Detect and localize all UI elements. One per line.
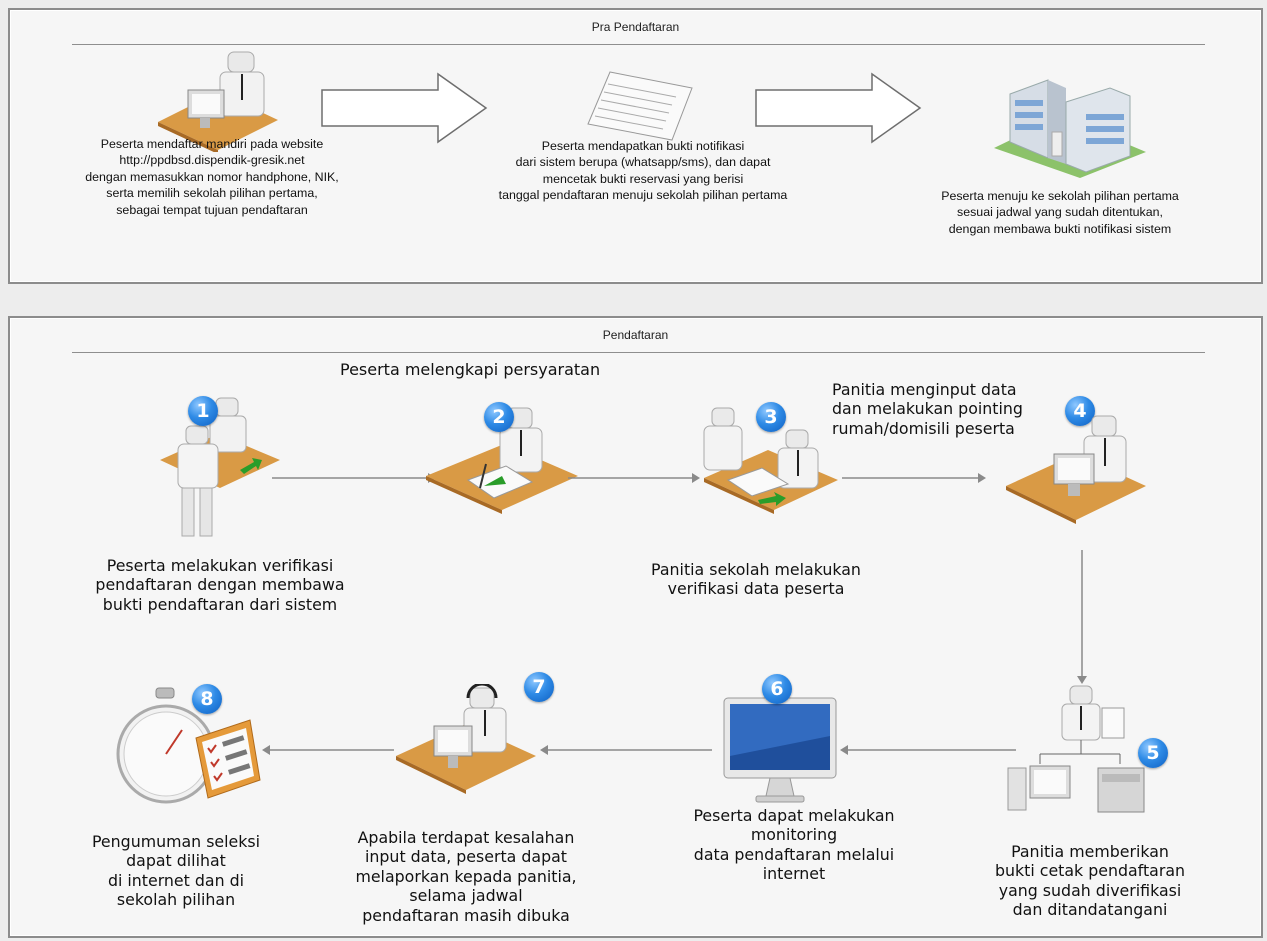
step6-line: internet — [762, 864, 826, 884]
print-verification-icon — [1007, 685, 1145, 813]
step8-line: di internet dan di — [107, 870, 245, 890]
step7-line: selama jadwal — [409, 886, 523, 906]
step6-line: monitoring — [750, 825, 838, 845]
step5-line: bukti cetak pendaftaran — [994, 861, 1186, 881]
pra-step3-line: dengan membawa bukti notifikasi sistem — [948, 221, 1172, 236]
step1-line: Peserta melakukan verifikasi — [106, 556, 334, 575]
step-number-badge: 2 — [484, 402, 514, 432]
notification-document-icon — [587, 71, 693, 141]
flow-arrow-left — [262, 745, 394, 755]
step1-text: Peserta melakukan verifikasi pendaftaran… — [60, 556, 380, 614]
step6-line: Peserta dapat melakukan — [693, 806, 895, 825]
step7-line: pendaftaran masih dibuka — [362, 905, 570, 925]
step7-line: input data, peserta dapat — [365, 847, 567, 867]
step8-line: dapat dilihat — [126, 851, 226, 871]
step6-line: data pendaftaran melalui — [693, 844, 895, 864]
step7-line: Apabila terdapat kesalahan — [357, 828, 575, 847]
step8-line: sekolah pilihan — [116, 890, 236, 910]
pra-step1-line: serta memilih sekolah pilihan pertama, — [106, 186, 318, 201]
step7-line: melaporkan kepada panitia, — [355, 866, 577, 886]
pra-step2-line: mencetak bukti reservasi yang berisi — [542, 171, 744, 186]
step1-line: bukti pendaftaran dari sistem — [102, 594, 338, 614]
committee-verification-desk-icon — [703, 407, 838, 514]
flow-arrow-left — [540, 745, 712, 755]
step1-line: pendaftaran dengan membawa — [95, 575, 345, 595]
step4-line: rumah/domisili peserta — [832, 418, 1015, 438]
pra-step2-line: tanggal pendaftaran menuju sekolah pilih… — [498, 188, 788, 203]
step-number-badge: 4 — [1065, 396, 1095, 426]
pendaftaran-panel: Pendaftaran Peserta melengkapi persyarat… — [8, 316, 1263, 938]
pra-step3-text: Peserta menuju ke sekolah pilihan pertam… — [910, 188, 1210, 237]
step7-text: Apabila terdapat kesalahan input data, p… — [326, 828, 606, 925]
pra-step2-line: dari sistem berupa (whatsapp/sms), dan d… — [515, 155, 771, 170]
step8-text: Pengumuman seleksi dapat dilihat di inte… — [56, 832, 296, 910]
flow-arrow-right — [842, 473, 986, 483]
pra-step1-line: dengan memasukkan nomor handphone, NIK, — [85, 169, 339, 184]
step5-text: Panitia memberikan bukti cetak pendaftar… — [970, 842, 1210, 920]
step-number-badge: 5 — [1138, 738, 1168, 768]
step6-text: Peserta dapat melakukan monitoring data … — [664, 806, 924, 884]
step5-line: yang sudah diverifikasi — [998, 880, 1182, 900]
school-building-icon — [994, 79, 1146, 178]
pra-step3-line: Peserta menuju ke sekolah pilihan pertam… — [941, 189, 1179, 203]
step4-line: dan melakukan pointing — [832, 399, 1023, 419]
flow-arrow-down — [1077, 550, 1087, 684]
stopwatch-checklist-icon — [116, 687, 261, 804]
step-number-badge: 3 — [756, 402, 786, 432]
big-outline-arrow — [321, 72, 488, 144]
pra-step3-line: sesuai jadwal yang sudah ditentukan, — [957, 205, 1163, 220]
step5-line: dan ditandatangani — [1012, 900, 1168, 920]
pra-step1-text: Peserta mendaftar mandiri pada website h… — [62, 136, 362, 218]
data-input-computer-desk-icon — [1006, 415, 1146, 524]
title-divider — [72, 44, 1205, 45]
flow-arrow-right — [568, 473, 700, 483]
step3-line: Panitia sekolah melakukan — [651, 560, 861, 579]
pra-step1-line: sebagai tempat tujuan pendaftaran — [116, 202, 308, 217]
step4-text: Panitia menginput data dan melakukan poi… — [832, 380, 1023, 438]
step5-line: Panitia memberikan — [1011, 842, 1169, 861]
step-number-badge: 7 — [524, 672, 554, 702]
pra-pendaftaran-panel: Pra Pendaftaran Peserta mendaftar mandir… — [8, 8, 1263, 284]
big-outline-arrow — [755, 72, 922, 144]
step8-line: Pengumuman seleksi — [91, 832, 261, 851]
pra-step1-line: Peserta mendaftar mandiri pada website — [100, 137, 324, 151]
person-computer-desk-icon — [158, 51, 278, 152]
step3-line: verifikasi data peserta — [667, 579, 845, 599]
flow-arrow-left — [840, 745, 1016, 755]
flow-arrow-right — [272, 473, 436, 483]
headset-operator-desk-icon — [396, 684, 536, 794]
pra-step2-text: Peserta mendapatkan bukti notifikasi dar… — [458, 138, 828, 204]
pra-step1-line: http://ppdbsd.dispendik-gresik.net — [119, 153, 305, 168]
signing-desk-icon — [426, 407, 578, 514]
verification-desk-icon — [160, 397, 280, 537]
pendaftaran-title: Pendaftaran — [602, 328, 669, 342]
step-number-badge: 6 — [762, 674, 792, 704]
pendaftaran-heading: Peserta melengkapi persyaratan — [340, 360, 601, 379]
monitor-icon — [723, 697, 837, 803]
step-number-badge: 8 — [192, 684, 222, 714]
title-divider — [72, 352, 1205, 353]
step4-line: Panitia menginput data — [832, 380, 1017, 399]
pra-step2-line: Peserta mendapatkan bukti notifikasi — [541, 139, 745, 153]
step-number-badge: 1 — [188, 396, 218, 426]
pra-pendaftaran-title: Pra Pendaftaran — [591, 20, 680, 34]
step3-text: Panitia sekolah melakukan verifikasi dat… — [606, 560, 906, 599]
